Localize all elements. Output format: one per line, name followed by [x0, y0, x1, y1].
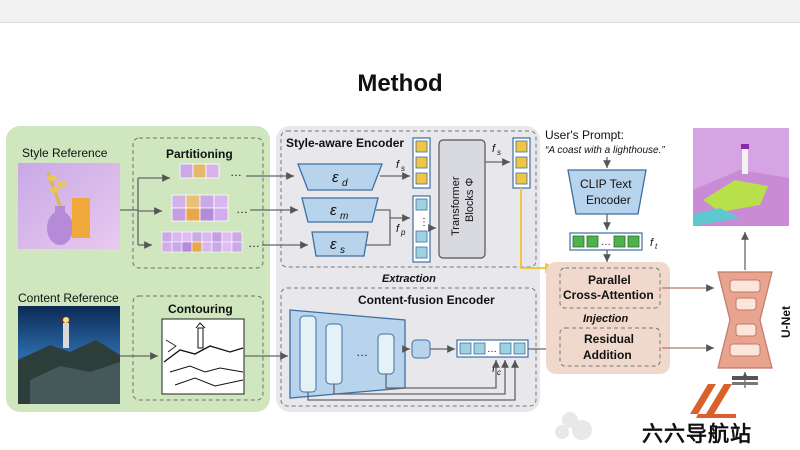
transformer-label-line1: Transformer: [450, 176, 462, 236]
parallel-cross-attention-box: [559, 267, 661, 309]
encoder-d-subscript: d: [342, 178, 348, 189]
watermark: 六六导航站: [632, 418, 762, 448]
injection-arrows: [662, 284, 714, 352]
partitioning-label: Partitioning: [166, 147, 233, 161]
content-encoder-label: Content-fusion Encoder: [358, 293, 495, 307]
encoder-s: [311, 231, 369, 257]
transformer-blocks: [438, 139, 486, 259]
encoder-m-subscript: m: [340, 211, 348, 222]
style-reference-image: [18, 163, 120, 249]
ft-token-row: [569, 232, 643, 251]
encoder-s-subscript: s: [340, 245, 345, 256]
style-encoder-label: Style-aware Encoder: [286, 136, 404, 150]
partition-arrows: [120, 174, 170, 249]
clip-text-encoder: [567, 169, 647, 215]
residual-label-line1: Residual: [584, 332, 634, 346]
fc-subscript: c: [497, 368, 501, 377]
clip-label-line2: Encoder: [586, 193, 631, 207]
fp-label: f: [396, 223, 400, 235]
content-encoder-box: [280, 287, 537, 407]
extraction-label: Extraction: [382, 273, 436, 285]
ft-label: f: [650, 237, 654, 249]
faint-logo-icon: [555, 412, 592, 440]
style-feature-arrow: [520, 188, 556, 274]
injection-label: Injection: [583, 313, 629, 325]
content-reference-image: [18, 306, 120, 404]
ellipsis: …: [230, 165, 242, 179]
partition-row-2: [171, 194, 229, 222]
partition-row-1: [179, 163, 220, 179]
transformer-label-line2: Blocks Φ: [464, 178, 476, 222]
encoder-s-symbol: ε: [330, 236, 337, 253]
content-reference-label: Content Reference: [18, 291, 119, 305]
partitioning-box: [132, 137, 264, 269]
fs-subscript: s: [401, 164, 405, 173]
residual-label-line2: Addition: [583, 348, 632, 362]
ellipsis: …: [236, 202, 248, 216]
clip-label-line1: CLIP Text: [580, 177, 632, 191]
encoder-input-arrows: [246, 172, 308, 249]
watermark-text: 六六导航站: [642, 422, 752, 446]
unet-label: U-Net: [779, 306, 793, 338]
parallel-label-line2: Cross-Attention: [563, 288, 654, 302]
token-arrows: [366, 172, 436, 246]
contouring-box: [132, 295, 264, 401]
fp-token-column: [412, 195, 431, 263]
noise-input-icon: [732, 376, 758, 385]
watermark-logo: [690, 384, 736, 418]
residual-addition-box: [559, 327, 661, 367]
style-reference-label: Style Reference: [22, 146, 108, 160]
ellipsis: …: [248, 236, 260, 250]
fp-subscript: p: [400, 228, 406, 237]
vertical-ellipsis: ⋮: [419, 217, 429, 228]
page-title: Method: [357, 70, 443, 97]
browser-top-bar: [0, 0, 800, 23]
fs-output-subscript: s: [497, 148, 501, 157]
content-latent-block: [411, 339, 431, 359]
contour-sketch: [161, 318, 245, 395]
contouring-label: Contouring: [168, 302, 233, 316]
encoder-d: [297, 163, 383, 191]
partition-row-3: [161, 231, 243, 253]
fs-token-column: [412, 137, 431, 189]
prompt-text: “A coast with a lighthouse.”: [545, 145, 665, 156]
fs-output-tokens: [512, 137, 531, 189]
prompt-label: User's Prompt:: [545, 128, 624, 142]
encoder-m: [301, 197, 379, 223]
ellipsis: …: [356, 345, 368, 359]
parallel-label-line1: Parallel: [588, 273, 631, 287]
content-encoder: [289, 309, 406, 399]
encoder-m-symbol: ε: [330, 202, 337, 219]
ellipsis: …: [487, 344, 497, 355]
fs-output-label: f: [492, 143, 496, 155]
unet: [717, 271, 773, 369]
encoder-d-symbol: ε: [332, 169, 339, 186]
ellipsis: …: [601, 237, 611, 248]
fs-label: f: [396, 159, 400, 171]
fc-label: f: [492, 363, 496, 375]
output-image: [693, 128, 789, 226]
content-arrows: [244, 345, 556, 401]
style-encoder-box: [280, 130, 537, 268]
fc-token-row: [456, 339, 529, 358]
ft-subscript: t: [655, 242, 658, 251]
